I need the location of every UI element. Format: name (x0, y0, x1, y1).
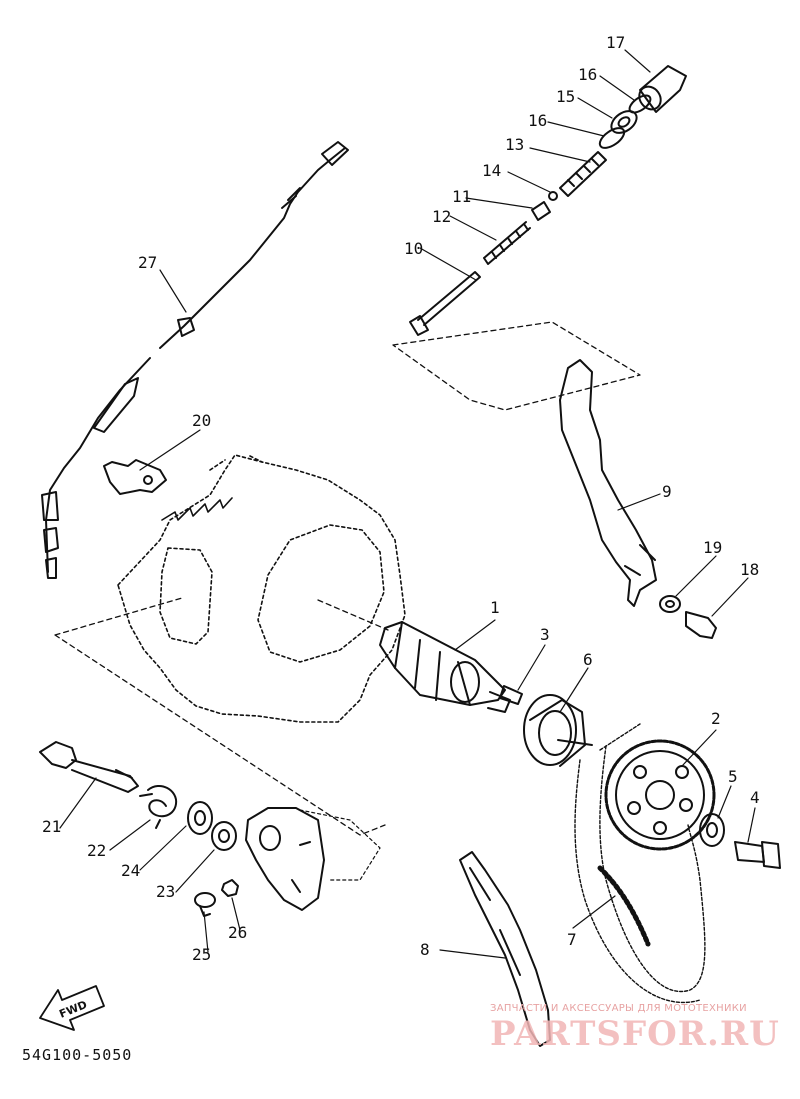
decompression-shaft (39, 741, 139, 793)
screw (194, 892, 216, 917)
fwd-label: FWD (57, 998, 89, 1021)
callout-7: 7 (567, 930, 577, 949)
cable-bracket (103, 459, 167, 495)
callout-17: 17 (606, 33, 625, 52)
small-nut (221, 879, 239, 897)
callout-16a: 16 (578, 65, 597, 84)
callout-10: 10 (404, 239, 423, 258)
cylinder-head-outline (117, 454, 406, 723)
callout-18: 18 (740, 560, 759, 579)
oil-seal (211, 821, 237, 851)
callout-21: 21 (42, 817, 61, 836)
o-ring-upper (628, 94, 652, 114)
callout-15: 15 (556, 87, 575, 106)
callout-6: 6 (583, 650, 593, 669)
callout-14: 14 (482, 161, 501, 180)
tensioner-ball (548, 191, 558, 201)
callout-13: 13 (505, 135, 524, 154)
dowel-pin (499, 685, 523, 705)
cam-sprocket (604, 739, 716, 851)
side-cover (245, 807, 381, 911)
callout-2: 2 (711, 709, 721, 728)
camshaft (379, 621, 511, 713)
guide-washer (659, 595, 681, 613)
tensioner-cap (638, 65, 687, 113)
callout-22: 22 (87, 841, 106, 860)
cam-hub (523, 694, 593, 767)
tensioner-spring (483, 221, 531, 265)
washer (699, 813, 725, 847)
tensioner-guide (559, 359, 657, 607)
cam-chain (597, 865, 651, 947)
cam-chain-loop (574, 723, 706, 1004)
guide-bolt (685, 611, 717, 639)
o-ring-lower (598, 127, 626, 149)
callout-23: 23 (156, 882, 175, 901)
watermark-logo: PARTSFOR.RU (490, 1014, 780, 1054)
callout-25: 25 (192, 945, 211, 964)
leader-lines (54, 321, 641, 836)
torsion-spring (139, 785, 178, 829)
callout-27: 27 (138, 253, 157, 272)
callout-numbers: 1 2 3 4 5 6 7 8 9 10 11 12 13 14 15 16 1… (42, 33, 760, 1021)
callout-4: 4 (750, 788, 760, 807)
callout-3: 3 (540, 625, 550, 644)
chain-guide (459, 851, 551, 1047)
callout-11: 11 (452, 187, 471, 206)
drawing-code: 54G100-5050 (22, 1046, 133, 1064)
callout-26: 26 (228, 923, 247, 942)
callout-9: 9 (662, 482, 672, 501)
callout-8: 8 (420, 940, 430, 959)
head-fins (161, 497, 233, 521)
callout-12: 12 (432, 207, 451, 226)
tensioner-body (559, 151, 607, 197)
watermark-caption: ЗАПЧАСТИ И АКСЕССУАРЫ ДЛЯ МОТОТЕХНИКИ (490, 1003, 747, 1014)
callout-5: 5 (728, 767, 738, 786)
callout-24: 24 (121, 861, 140, 880)
shaft-washer (187, 801, 213, 835)
callout-19: 19 (703, 538, 722, 557)
tensioner-nut (610, 110, 638, 134)
fwd-arrow (39, 985, 105, 1031)
decompression-cable (41, 141, 349, 579)
callout-20: 20 (192, 411, 211, 430)
callout-1: 1 (490, 598, 500, 617)
callout-16b: 16 (528, 111, 547, 130)
callout-leaders (59, 49, 756, 959)
tensioner-collar (531, 201, 551, 221)
bolt (734, 841, 781, 869)
tensioner-rod (409, 271, 481, 336)
